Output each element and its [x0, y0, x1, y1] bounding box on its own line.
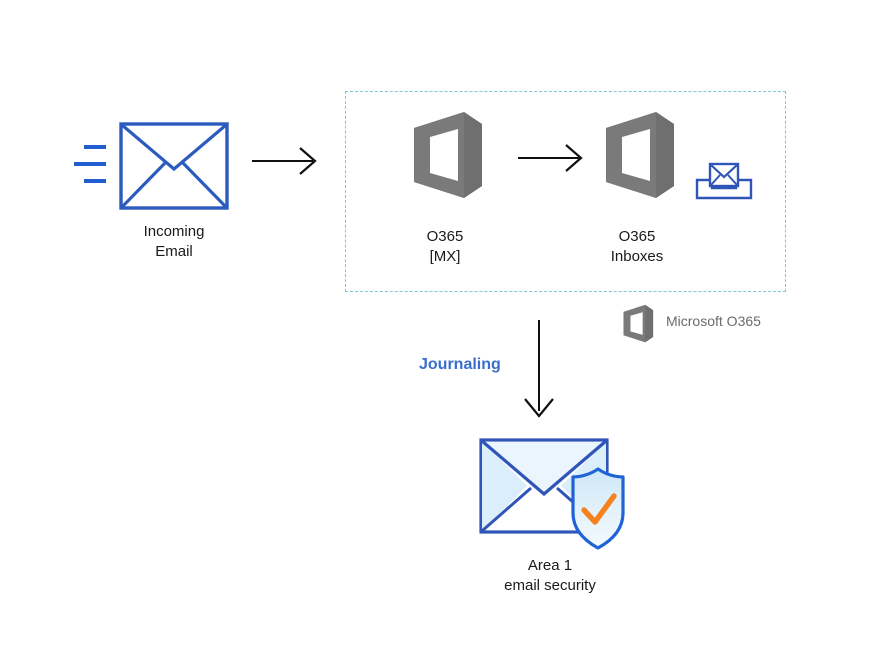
- label-line-2: Email: [155, 243, 193, 260]
- inbox-tray-envelope-icon: [695, 162, 753, 200]
- legend-label: Microsoft O365: [666, 313, 761, 329]
- journaling-label: Journaling: [419, 356, 501, 373]
- envelope-icon: [119, 122, 229, 210]
- label-line-1: O365: [618, 228, 656, 245]
- label-line-2: Inboxes: [610, 248, 664, 265]
- node-label-o365-mx: O365 [MX]: [380, 227, 510, 267]
- node-o365-mx: O365 [MX]: [380, 110, 510, 270]
- envelope-shield-check-icon: [479, 438, 625, 550]
- office-365-logo-icon: [623, 304, 654, 343]
- label-line-1: Incoming: [143, 223, 205, 240]
- microsoft-o365-zone: [345, 91, 786, 292]
- arrow-journaling-down: [524, 320, 554, 418]
- arrow-incoming-to-mx: [252, 147, 317, 175]
- label-line-1: O365: [426, 228, 464, 245]
- node-label-area-1: Area 1 email security: [455, 556, 645, 596]
- label-line-2: [MX]: [429, 248, 461, 265]
- office-365-logo-icon: [414, 112, 482, 198]
- label-line-2: email security: [504, 577, 596, 594]
- node-area-1-email-security: Area 1 email security: [455, 430, 645, 610]
- arrow-mx-to-inboxes: [518, 144, 583, 172]
- label-line-1: Area 1: [527, 557, 573, 574]
- office-365-logo-icon: [606, 112, 674, 198]
- legend-microsoft-o365: Microsoft O365: [618, 302, 798, 346]
- speed-lines-icon: [74, 145, 106, 183]
